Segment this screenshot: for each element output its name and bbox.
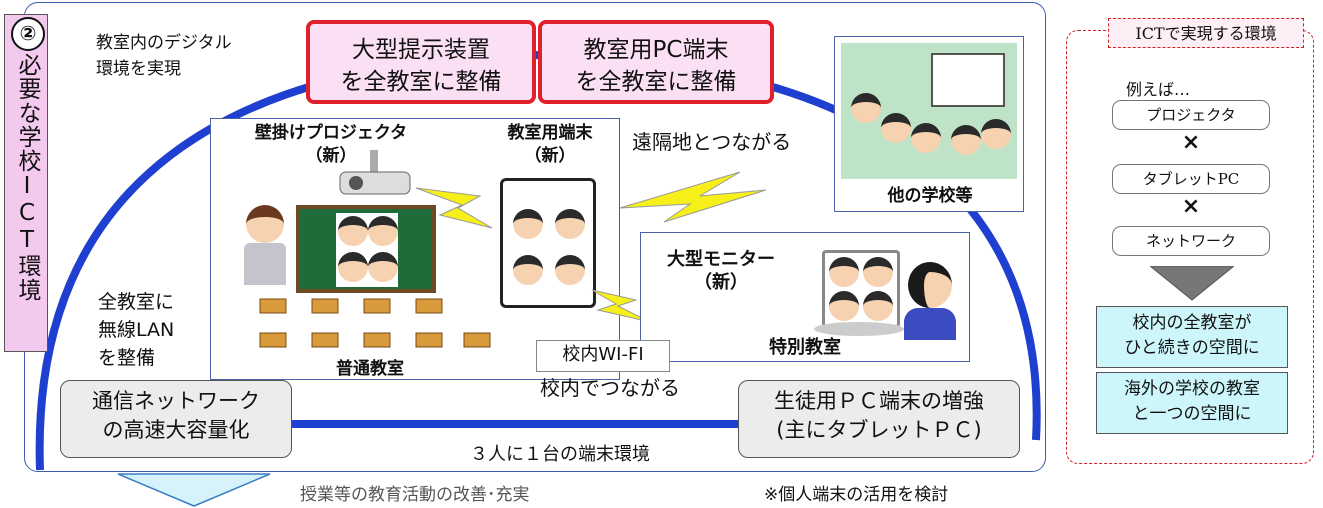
side-label: ② 必要な学校ICT環境 [4, 14, 48, 352]
triangle-arrow-icon [1150, 266, 1234, 301]
wifi-label: 校内WI-FI [536, 340, 670, 372]
ict-item-tablet: タブレットPC [1112, 164, 1270, 194]
lightning-icon [415, 187, 493, 229]
student-pc-box: 生徒用ＰＣ端末の増強 (主にタブレットＰＣ) [738, 380, 1020, 458]
blackboard [296, 205, 436, 293]
lan-note: 全教室に 無線LAN を整備 [98, 291, 175, 369]
terminal-ratio: ３人に１台の端末環境 [470, 444, 650, 465]
ict-item-projector: プロジェクタ [1112, 100, 1270, 130]
improvement-caption: 授業等の教育活動の改善･充実 [300, 485, 530, 505]
monitor-stand [814, 322, 904, 336]
student-illustration [904, 262, 956, 340]
school-illustration [841, 43, 1017, 179]
projector-title: 壁掛けプロジェクタ （新） [254, 123, 408, 166]
section-title: 必要な学校ICT環境 [14, 53, 40, 302]
desks-illustration [259, 298, 491, 348]
personal-device-note: ※個人端末の活用を検討 [764, 485, 949, 505]
classroom-pc-box: 教室用PC端末 を全教室に整備 [538, 20, 774, 104]
terminal-title: 教室用端末 （新） [507, 123, 593, 166]
result-overseas-classroom: 海外の学校の教室 と一つの空間に [1096, 372, 1288, 434]
teacher-illustration [240, 205, 290, 285]
ict-panel-title: ICTで実現する環境 [1108, 18, 1304, 48]
section-number: ② [11, 17, 45, 51]
wifi-caption: 校内でつながる [540, 376, 680, 400]
projector-icon [339, 150, 411, 195]
video-grid [336, 213, 398, 287]
times-icon: × [1181, 130, 1201, 155]
network-speed-box: 通信ネットワーク の高速大容量化 [60, 380, 292, 458]
example-label: 例えば… [1126, 80, 1191, 99]
remote-caption: 遠隔地とつながる [632, 130, 792, 154]
times-icon: × [1181, 194, 1201, 219]
monitor-illustration [822, 250, 900, 328]
large-display-box: 大型提示装置 を全教室に整備 [306, 20, 536, 104]
lightning-icon [619, 171, 767, 223]
monitor-title: 大型モニター （新） [667, 249, 775, 293]
down-arrow-icon [117, 473, 271, 507]
ordinary-classroom-label: 普通教室 [336, 359, 404, 379]
tablet-illustration [500, 178, 596, 308]
ict-item-network: ネットワーク [1112, 226, 1270, 256]
other-school-label: 他の学校等 [887, 186, 973, 206]
special-classroom-label: 特別教室 [769, 337, 841, 358]
result-all-classrooms: 校内の全教室が ひと続きの空間に [1096, 306, 1288, 368]
digital-env-note: 教室内のデジタル 環境を実現 [96, 33, 232, 79]
other-school-panel: 他の学校等 [834, 36, 1024, 212]
